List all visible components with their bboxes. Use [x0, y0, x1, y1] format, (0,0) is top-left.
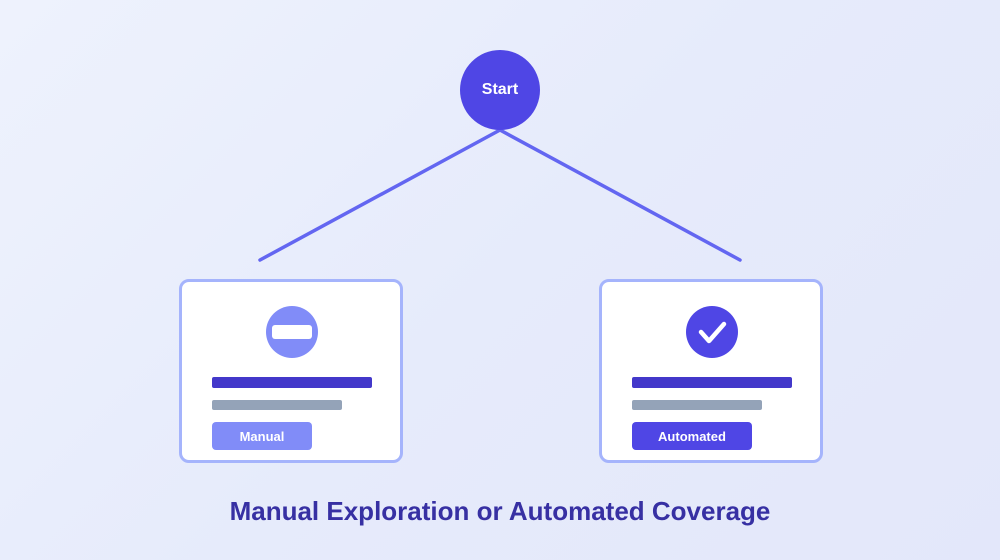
manual-button-label: Manual: [239, 428, 285, 444]
manual-card-title-placeholder: [212, 377, 372, 388]
connector-left: [258, 128, 502, 262]
manual-card: Manual: [179, 279, 403, 463]
diagram-caption: Manual Exploration or Automated Coverage: [229, 496, 771, 526]
start-node-label: Start: [481, 81, 519, 98]
start-node[interactable]: Start: [460, 50, 540, 130]
manual-button[interactable]: Manual: [212, 422, 312, 450]
automated-button[interactable]: Automated: [632, 422, 752, 450]
automated-card-title-placeholder: [632, 377, 792, 388]
minus-icon: [266, 306, 318, 358]
automated-button-label: Automated: [658, 428, 726, 444]
manual-card-text-placeholder: [212, 400, 342, 410]
check-icon: [686, 306, 738, 358]
automated-card: Automated: [599, 279, 823, 463]
check-icon-glyph: [698, 321, 727, 344]
connector-right: [498, 128, 742, 262]
automated-card-text-placeholder: [632, 400, 762, 410]
minus-icon-bar: [272, 325, 312, 339]
